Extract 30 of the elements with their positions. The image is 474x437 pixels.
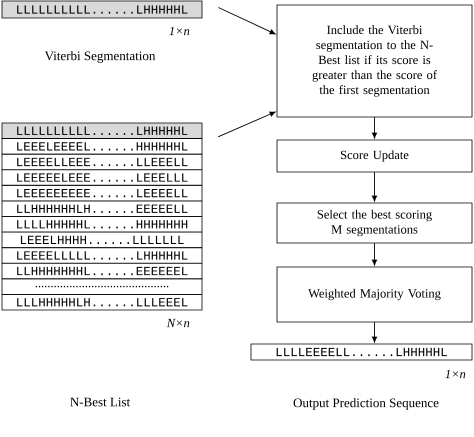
table-row: LLLLLLLLLL......LHHHHHL [2,122,202,139]
caption: N-Best List [70,398,130,406]
process-box: Weighted Majority Voting [276,266,472,322]
table-row: LLLHHHHHLH......LLLEEEL [2,294,202,310]
table-row: LEEEELLLLL......LHHHHHL [2,247,202,264]
caption: Output Prediction Sequence [294,398,438,410]
table-row: LLHHHHHHHL......EEEEEEL [2,262,202,280]
sequence-box: LLLLLLLLLL......LHHHHHL [2,0,202,18]
process-box: Score Update [276,140,472,172]
sequence-box: LLLLEEEELL......LHHHHHL [250,344,472,360]
arrow [372,242,378,266]
table-row: LEEEEEEEEE......LEEEELL [2,184,202,202]
process-box: Select the best scoring M segmentations [276,202,472,244]
caption: Viterbi Segmentation [44,51,156,63]
table-row: LEEELHHHH......LLLLLLL [2,232,202,248]
arrow [372,116,378,138]
table-row: ........................................... [2,278,202,295]
dimension-label: 1×n [169,26,190,36]
arrow [372,172,378,202]
table-row: LEEELEEEEL......HHHHHHL [2,138,202,155]
process-box: Include the Viterbi segmentation to the N-Best list if its score is greater than the score of the first segmentation [276,4,472,118]
table-row: LEEEEELEEE......LEEELLL [2,169,202,186]
dimension-label: N×n [166,318,190,328]
table-row: LLHHHHHHLH......EEEEELL [2,200,202,217]
table-row: LLLLHHHHHL......HHHHHHH [2,216,202,232]
dimension-label: 1×n [445,370,466,378]
table-row: LEEEELLEEE......LLEEELL [2,154,202,170]
arrow [218,112,276,138]
arrow [372,322,378,342]
arrow [218,7,276,34]
